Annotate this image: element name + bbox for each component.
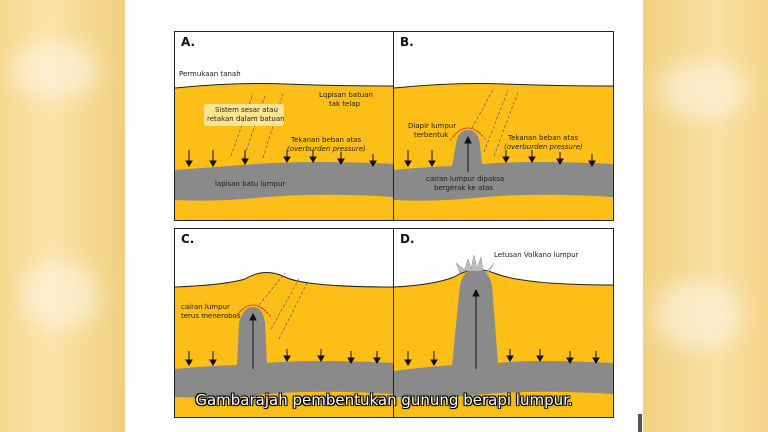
fault-system-label-1: Sistem sesar atau — [215, 106, 278, 114]
panel-b: B. Diapir lumpur terbentuk Tekanan beban… — [393, 31, 614, 221]
ground-surface-label: Permukaan tanah — [179, 70, 241, 78]
panel-b-label: B. — [400, 35, 414, 49]
forced-upward-label-1: cairan lumpur dipaksa — [426, 175, 505, 183]
panel-c: C. cairan lumpur terus menerobos — [174, 228, 395, 418]
mud-layer-label: lapisan batu lumpur — [215, 180, 286, 188]
intrusion-label-1: cairan lumpur — [181, 303, 230, 311]
intrusion-label-2: terus menerobos — [181, 312, 241, 320]
video-subtitle: Gambarajah pembentukan gunung berapi lum… — [195, 391, 573, 409]
panel-a: A. Permukaan tanah Lqpisan batuan tak te… — [174, 31, 395, 221]
fault-system-label-2: retakan dalam batuan — [207, 115, 285, 123]
panel-a-label: A. — [181, 35, 196, 49]
panel-a-illustration — [175, 83, 394, 220]
panel-d: D. Letusan Volkano lumpur — [393, 228, 614, 418]
impermeable-layer-label-2: tak telap — [329, 100, 361, 108]
forced-upward-label-2: bergerak ke atas — [434, 184, 494, 192]
diapir-label-1: Diapir lumpur — [408, 122, 457, 130]
text-cursor — [638, 414, 642, 432]
panel-c-illustration — [175, 272, 394, 417]
left-blurred-border — [0, 0, 125, 432]
impermeable-layer-label-1: Lqpisan batuan — [319, 91, 373, 99]
overburden-b-label-2: (overburden pressure) — [504, 143, 583, 151]
panel-c-label: C. — [181, 232, 195, 246]
panel-b-illustration — [394, 83, 613, 220]
panel-d-label: D. — [400, 232, 415, 246]
panel-d-illustration — [394, 254, 613, 417]
eruption-label: Letusan Volkano lumpur — [494, 251, 579, 259]
overburden-label-2: (overburden pressure) — [287, 145, 366, 153]
overburden-b-label-1: Tekanan beban atas — [508, 134, 579, 142]
right-blurred-border — [643, 0, 768, 432]
diapir-label-2: terbentuk — [414, 131, 449, 139]
overburden-label-1: Tekanan beban atas — [291, 136, 362, 144]
